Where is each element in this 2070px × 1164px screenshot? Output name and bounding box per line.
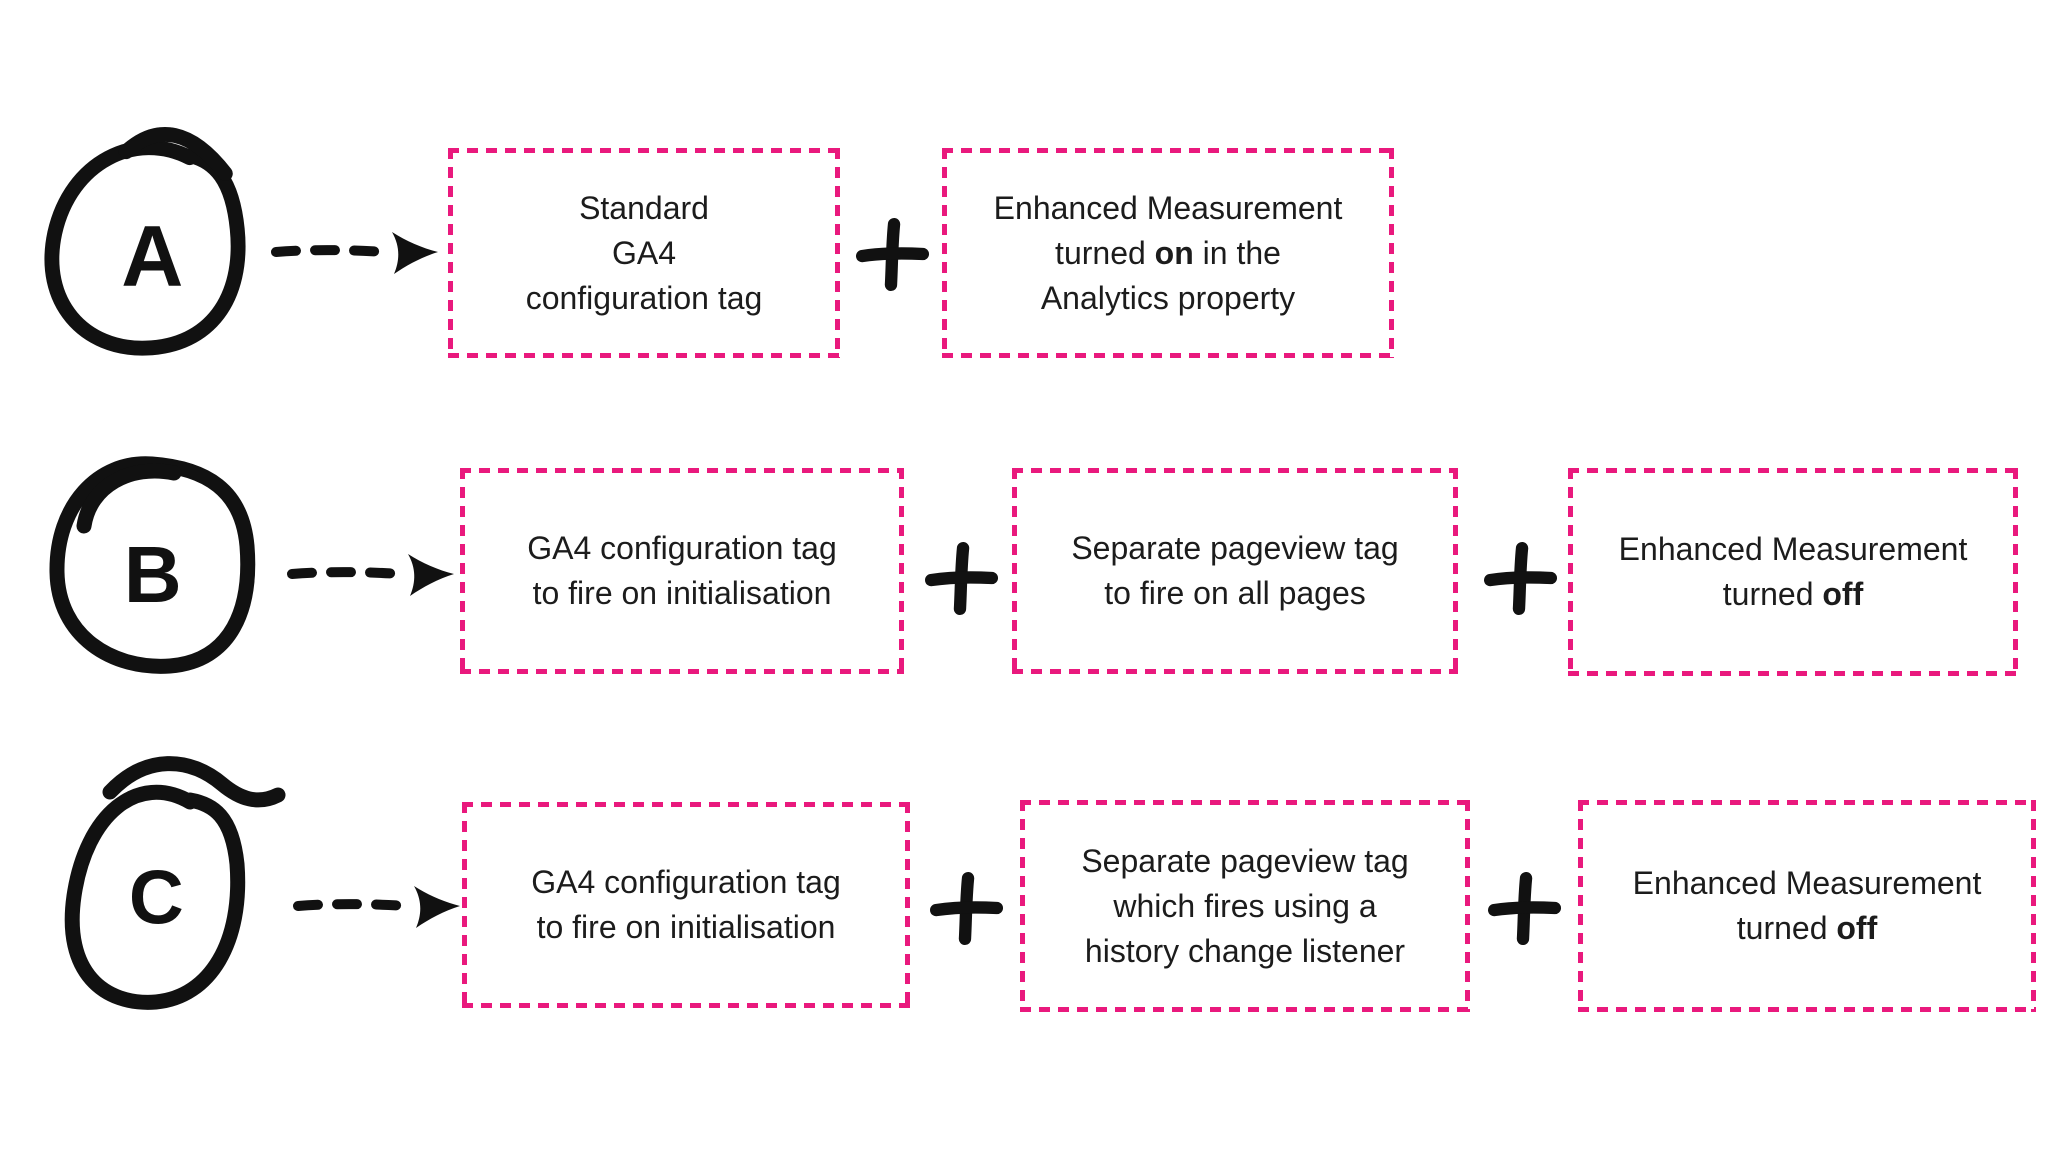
step-box: Separate pageview tag which fires using a… [1020,800,1470,1012]
step-box: Separate pageview tag to fire on all page… [1012,468,1458,674]
box-text-line: Analytics property [1040,279,1296,316]
plus-icon [1488,872,1562,946]
dashed-arrow-icon [287,554,454,596]
box-text-line: which fires using a [1113,887,1377,924]
hand-drawn-circle-icon [64,756,286,1010]
option-letter-c: C [128,855,185,941]
box-text-line: configuration tag [525,279,763,316]
box-text-line: turned on in the [1055,234,1281,271]
step-box: Enhanced Measurement turned off [1568,468,2018,676]
box-text-line: turned off [1736,910,1878,946]
box-text-line: GA4 configuration tag [531,864,841,900]
option-letter-a: A [121,208,185,305]
box-text-line: to fire on all pages [1104,575,1366,611]
box-text-line: Standard [579,189,709,226]
step-box: GA4 configuration tag to fire on initiali… [460,468,904,674]
step-box: GA4 configuration tag to fire on initiali… [462,802,910,1008]
box-text-line: GA4 [611,234,677,271]
hand-drawn-circle-icon [49,456,256,674]
step-box: Enhanced Measurement turned off [1578,800,2036,1012]
box-text-line: to fire on initialisation [532,575,832,611]
option-marker-c: C [44,744,286,1010]
plus-icon [1484,542,1558,616]
box-text-line: history change listener [1084,932,1406,969]
dashed-arrow-icon [271,232,438,274]
option-marker-a: A [32,118,260,358]
box-text-line: Separate pageview tag [1081,842,1409,879]
box-text-line: turned off [1722,576,1864,612]
plus-icon [925,542,999,616]
plus-icon [930,872,1004,946]
dashed-arrow-icon [293,886,460,928]
option-marker-b: B [40,442,262,680]
box-text-line: to fire on initialisation [536,909,836,945]
box-text-line: Enhanced Measurement [1632,865,1982,901]
hand-drawn-circle-icon [44,127,246,356]
option-letter-b: B [123,530,183,620]
box-text-line: Enhanced Measurement [1618,531,1968,567]
box-text-line: Separate pageview tag [1071,530,1399,566]
box-text-line: GA4 configuration tag [527,530,837,566]
plus-icon [856,218,930,292]
box-text-line: Enhanced Measurement [993,189,1343,226]
